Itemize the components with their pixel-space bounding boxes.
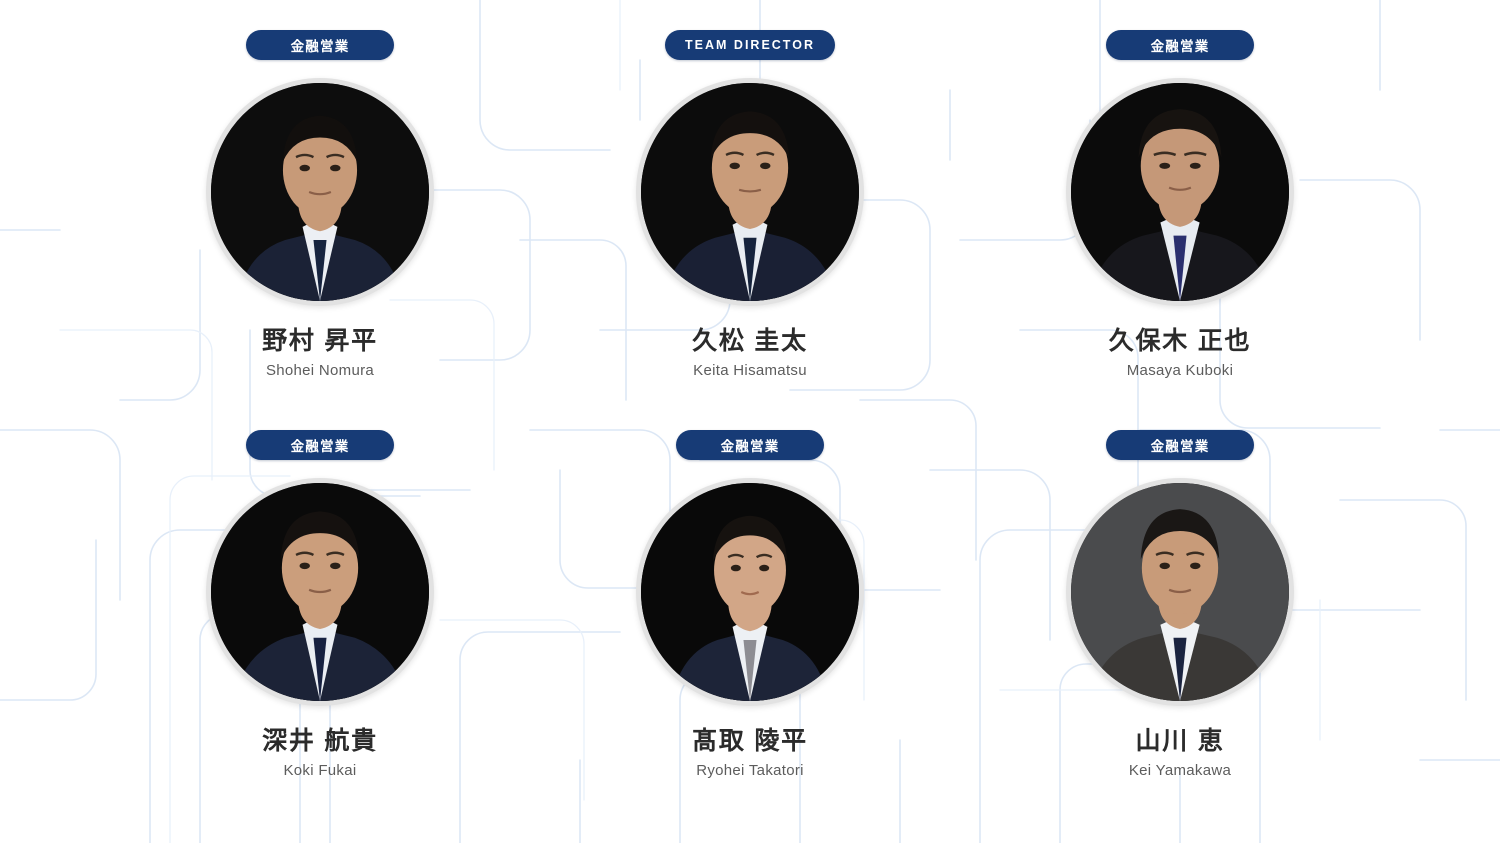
role-badge: 金融営業 <box>676 429 824 460</box>
avatar[interactable] <box>636 78 864 306</box>
member-name-en: Masaya Kuboki <box>1126 362 1234 379</box>
member-name-en: Kei Yamakawa <box>1128 761 1232 779</box>
member-name-jp: 久保木 正也 <box>1108 327 1252 355</box>
avatar-photo <box>641 482 859 701</box>
member-card[interactable]: 金融営業 久保木 正也 Masaya <box>965 30 1395 430</box>
member-name-jp: 髙取 陵平 <box>692 726 808 755</box>
member-card[interactable]: 金融営業 野村 昇平 Shohei <box>105 30 535 430</box>
role-badge: TEAM DIRECTOR <box>665 30 835 60</box>
member-name-en: Ryohei Takatori <box>696 761 804 779</box>
member-card[interactable]: TEAM DIRECTOR 久松 圭太 <box>535 30 965 430</box>
member-name-en: Keita Hisamatsu <box>693 362 807 379</box>
avatar-photo <box>1071 83 1289 301</box>
avatar[interactable] <box>1066 477 1294 706</box>
member-card[interactable]: 金融営業 山川 恵 Kei Yama <box>965 429 1395 830</box>
role-badge: 金融営業 <box>1106 30 1254 60</box>
member-name-jp: 野村 昇平 <box>262 327 378 355</box>
role-badge: 金融営業 <box>246 429 394 460</box>
avatar-photo <box>641 83 859 301</box>
member-name-jp: 山川 恵 <box>1135 726 1225 755</box>
member-name-jp: 久松 圭太 <box>692 327 808 355</box>
member-name-jp: 深井 航貴 <box>262 726 378 755</box>
role-badge: 金融営業 <box>246 30 394 60</box>
member-name-en: Shohei Nomura <box>265 362 375 379</box>
avatar[interactable] <box>206 78 434 306</box>
avatar[interactable] <box>206 477 434 706</box>
avatar[interactable] <box>636 477 864 706</box>
avatar[interactable] <box>1066 78 1294 306</box>
member-card[interactable]: 金融営業 髙取 陵平 Ryohei <box>535 429 965 830</box>
member-name-en: Koki Fukai <box>283 761 357 779</box>
member-card[interactable]: 金融営業 深井 航貴 Koki Fu <box>105 429 535 830</box>
avatar-photo <box>1071 482 1289 701</box>
avatar-photo <box>211 482 429 701</box>
role-badge: 金融営業 <box>1106 429 1254 460</box>
avatar-photo <box>211 83 429 301</box>
